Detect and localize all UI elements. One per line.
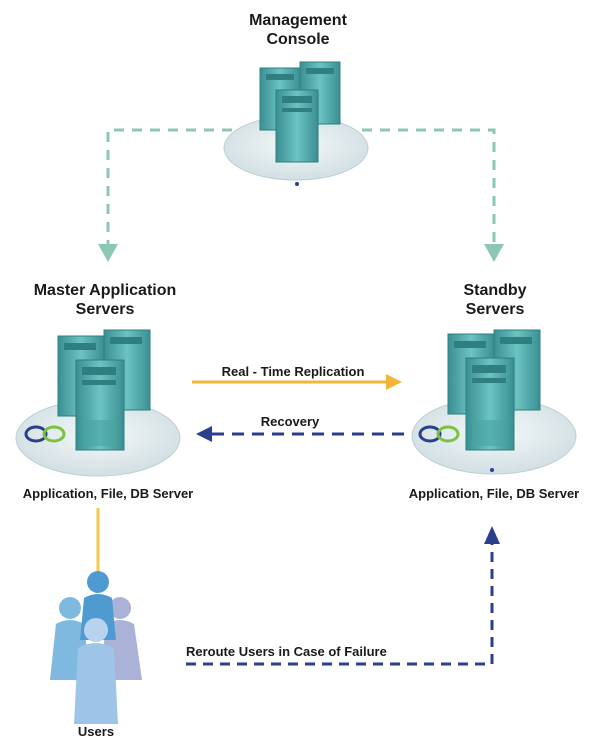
replication-label: Real - Time Replication xyxy=(221,364,365,379)
console-to-master-link xyxy=(106,128,232,250)
recovery-arrow xyxy=(196,426,404,442)
console-to-standby-arrowhead xyxy=(484,244,504,262)
management-console-label: Management Console xyxy=(218,12,378,50)
users-label: Users xyxy=(77,724,115,739)
console-links xyxy=(98,128,504,262)
recovery-label: Recovery xyxy=(260,414,320,429)
standby-server-icon xyxy=(447,329,541,451)
replication-arrow xyxy=(192,374,402,390)
master-servers-line1: Master Application xyxy=(33,282,177,299)
master-servers-label: Master Application Servers xyxy=(10,282,200,320)
management-server-icon xyxy=(259,61,341,163)
standby-servers-line2: Servers xyxy=(465,300,525,318)
master-servers-line2: Servers xyxy=(75,300,135,318)
master-replication-logo-icon xyxy=(24,425,66,443)
standby-servers-group xyxy=(411,329,577,475)
reroute-arrowhead xyxy=(484,526,500,544)
reroute-arrow xyxy=(186,526,500,666)
reroute-label: Reroute Users in Case of Failure xyxy=(186,644,387,659)
console-to-master-arrowhead xyxy=(98,244,118,262)
master-servers-group xyxy=(15,329,181,477)
standby-dot xyxy=(490,468,494,472)
management-console-line1: Management xyxy=(249,12,347,29)
standby-replication-logo-icon xyxy=(418,425,460,443)
management-console-line2: Console xyxy=(266,30,330,48)
master-server-icon xyxy=(57,329,151,451)
standby-caption: Application, File, DB Server xyxy=(408,486,580,501)
users-icon xyxy=(50,571,142,724)
master-caption: Application, File, DB Server xyxy=(22,486,194,501)
standby-servers-line1: Standby xyxy=(463,282,527,299)
recovery-arrowhead xyxy=(196,426,212,442)
console-to-standby-link xyxy=(362,128,496,250)
management-console-group xyxy=(223,61,369,186)
replication-arrowhead xyxy=(386,374,402,390)
standby-servers-label: Standby Servers xyxy=(420,282,570,320)
management-dot xyxy=(295,182,299,186)
